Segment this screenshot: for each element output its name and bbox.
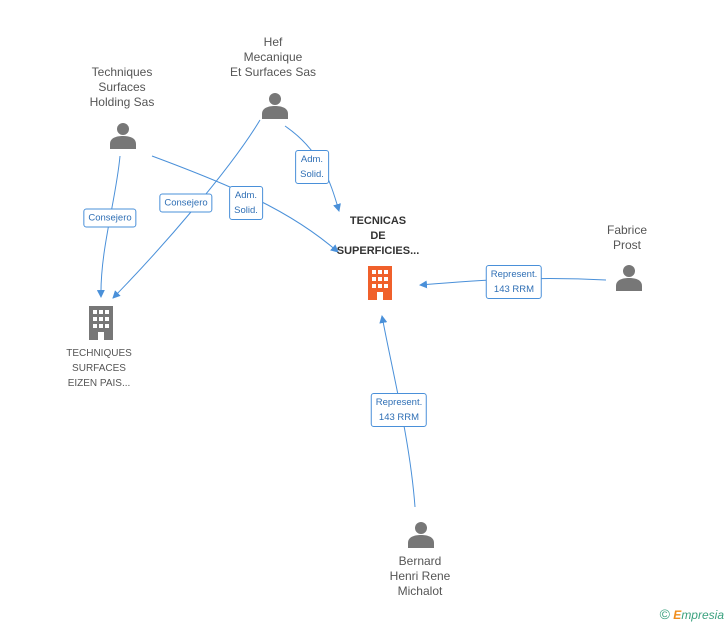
edge-label-text: 143 RRM	[378, 412, 420, 423]
node-label-main-company[interactable]: TECNICAS DE SUPERFICIES...	[337, 214, 420, 259]
building-icon[interactable]	[86, 306, 116, 340]
node-label-bernard[interactable]: Bernard Henri Rene Michalot	[390, 554, 451, 599]
edge-label-hef-eizen[interactable]: Consejero	[159, 193, 213, 213]
node-label-line: Techniques	[91, 65, 153, 79]
node-label-line: Surfaces	[98, 80, 146, 94]
node-label-line: Henri Rene	[389, 569, 451, 583]
node-label-line: Mecanique	[243, 50, 303, 64]
node-label-line: DE	[370, 230, 386, 242]
brand-initial: E	[673, 608, 682, 622]
node-label-line: Et Surfaces Sas	[229, 65, 317, 79]
main-company-building-icon[interactable]	[365, 266, 395, 300]
person-icon[interactable]	[261, 91, 289, 119]
node-label-line: SURFACES	[72, 363, 126, 374]
edge-label-holding-eizen[interactable]: Consejero	[83, 208, 137, 228]
node-label-techniques-holding[interactable]: Techniques Surfaces Holding Sas	[90, 65, 155, 110]
brand-name: mpresia	[681, 608, 724, 622]
edge-label-text: Consejero	[88, 212, 132, 224]
edge-label-hef-main[interactable]: Adm. Solid.	[295, 150, 329, 184]
node-label-techniques-eizen[interactable]: TECHNIQUES SURFACES EIZEN PAIS...	[66, 346, 132, 391]
edge-label-text: Represent.	[375, 397, 423, 408]
node-label-line: Michalot	[397, 584, 443, 598]
edge-label-bernard-main[interactable]: Represent. 143 RRM	[370, 393, 428, 427]
node-label-hef[interactable]: Hef Mecanique Et Surfaces Sas	[230, 35, 316, 80]
edge-label-text: Represent.	[490, 269, 538, 280]
node-label-line: TECNICAS	[349, 215, 407, 227]
edge-label-text: Solid.	[234, 205, 258, 216]
node-label-line: Holding Sas	[89, 95, 155, 109]
edge-label-text: Solid.	[300, 169, 324, 180]
person-icon[interactable]	[109, 121, 137, 149]
person-icon[interactable]	[615, 263, 643, 291]
node-label-line: Prost	[612, 238, 642, 252]
node-label-line: EIZEN PAIS...	[67, 378, 131, 389]
node-label-line: Bernard	[398, 554, 442, 568]
node-label-line: TECHNIQUES	[66, 348, 132, 359]
copyright-icon: ©	[659, 606, 670, 622]
edge-label-text: Adm.	[300, 154, 324, 165]
node-label-line: SUPERFICIES...	[336, 245, 420, 257]
edge-label-holding-main[interactable]: Adm. Solid.	[229, 186, 263, 220]
node-label-line: Fabrice	[606, 223, 648, 237]
person-icon[interactable]	[407, 520, 435, 548]
edge-label-text: Adm.	[234, 190, 258, 201]
node-label-fabrice[interactable]: Fabrice Prost	[607, 223, 647, 253]
empresia-watermark: © Empresia	[660, 606, 724, 622]
edge-label-fabrice-main[interactable]: Represent. 143 RRM	[485, 265, 543, 299]
edge-label-text: Consejero	[164, 197, 208, 209]
node-label-line: Hef	[263, 35, 283, 49]
edge-label-text: 143 RRM	[493, 284, 535, 295]
